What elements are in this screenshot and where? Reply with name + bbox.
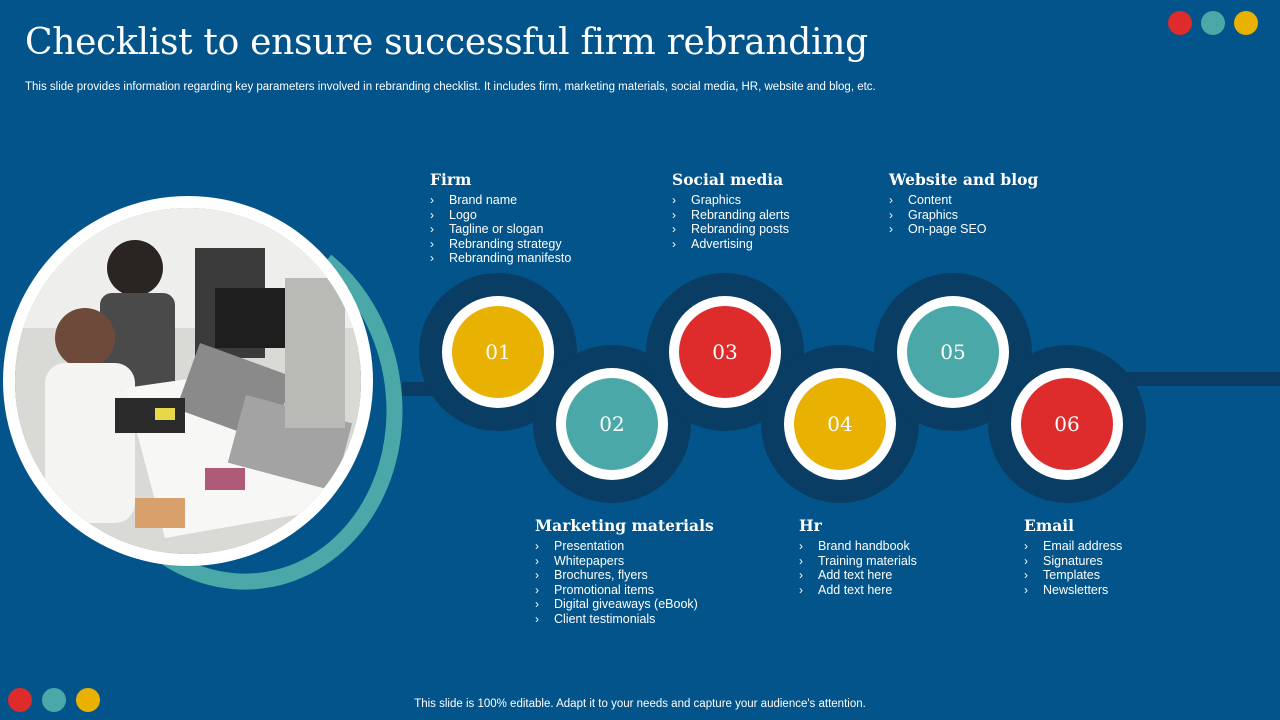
chevron-right-icon: › [1024, 539, 1028, 553]
list-item: ›Rebranding strategy [430, 236, 562, 251]
step-node-05: 05 [897, 296, 1009, 408]
list-item: ›Whitepapers [535, 553, 625, 568]
chevron-right-icon: › [1024, 553, 1028, 568]
chevron-right-icon: › [430, 193, 434, 207]
step-node-04: 04 [784, 368, 896, 480]
section-marketing-materials: Marketing materials ›Presentation ›White… [535, 516, 714, 626]
step-number: 06 [1021, 378, 1113, 470]
section-heading: Social media [672, 170, 784, 189]
list-item: ›Presentation [535, 539, 625, 553]
checklist: ›Brand name ›Logo ›Tagline or slogan ›Re… [430, 193, 571, 266]
decorative-dot-teal [1201, 11, 1225, 35]
chevron-right-icon: › [535, 611, 539, 626]
step-number: 01 [452, 306, 544, 398]
list-item: ›On-page SEO [889, 222, 987, 236]
decorative-dot-yellow [1234, 11, 1258, 35]
list-item: ›Tagline or slogan [430, 222, 544, 236]
list-item: ›Email address [1024, 539, 1123, 553]
list-item: ›Advertising [672, 236, 753, 251]
chevron-right-icon: › [889, 193, 893, 207]
list-item: ›Rebranding posts [672, 222, 789, 236]
step-number: 05 [907, 306, 999, 398]
section-social-media: Social media ›Graphics ›Rebranding alert… [672, 170, 790, 251]
chevron-right-icon: › [430, 207, 434, 222]
slide-footer: This slide is 100% editable. Adapt it to… [414, 698, 866, 710]
chevron-right-icon: › [799, 568, 803, 582]
chevron-right-icon: › [672, 236, 676, 251]
step-number: 03 [679, 306, 771, 398]
chevron-right-icon: › [889, 207, 893, 222]
list-item: ›Add text here [799, 582, 893, 597]
list-item: ›Rebranding manifesto [430, 251, 572, 265]
checklist: ›Content ›Graphics ›On-page SEO [889, 193, 1038, 237]
step-number: 04 [794, 378, 886, 470]
section-hr: Hr ›Brand handbook ›Training materials ›… [799, 516, 917, 597]
section-heading: Website and blog [889, 170, 1039, 189]
chevron-right-icon: › [1024, 582, 1028, 597]
list-item: ›Content [889, 193, 952, 207]
list-item: ›Templates [1024, 568, 1100, 582]
chevron-right-icon: › [672, 193, 676, 207]
chevron-right-icon: › [430, 236, 434, 251]
section-firm: Firm ›Brand name ›Logo ›Tagline or sloga… [430, 170, 571, 266]
decorative-dot-red [1168, 11, 1192, 35]
section-heading: Marketing materials [535, 516, 714, 535]
list-item: ›Brand handbook [799, 539, 910, 553]
list-item: ›Promotional items [535, 582, 655, 597]
list-item: ›Add text here [799, 568, 893, 582]
step-node-01: 01 [442, 296, 554, 408]
list-item: ›Brand name [430, 193, 518, 207]
section-heading: Email [1024, 516, 1075, 535]
step-number: 02 [566, 378, 658, 470]
chevron-right-icon: › [799, 539, 803, 553]
chevron-right-icon: › [535, 539, 539, 553]
chevron-right-icon: › [430, 251, 434, 265]
step-node-02: 02 [556, 368, 668, 480]
section-website-blog: Website and blog ›Content ›Graphics ›On-… [889, 170, 1038, 237]
connector-band-right [1110, 372, 1280, 386]
decorative-dot-yellow [76, 688, 100, 712]
chevron-right-icon: › [535, 553, 539, 568]
chevron-right-icon: › [889, 222, 893, 236]
slide-title: Checklist to ensure successful firm rebr… [25, 22, 868, 63]
section-heading: Firm [430, 170, 472, 189]
step-node-06: 06 [1011, 368, 1123, 480]
chevron-right-icon: › [535, 597, 539, 611]
checklist: ›Brand handbook ›Training materials ›Add… [799, 539, 917, 597]
chevron-right-icon: › [535, 568, 539, 582]
checklist: ›Email address ›Signatures ›Templates ›N… [1024, 539, 1122, 597]
chevron-right-icon: › [430, 222, 434, 236]
list-item: ›Training materials [799, 553, 917, 568]
photo-frame [3, 196, 373, 566]
chevron-right-icon: › [672, 222, 676, 236]
team-meeting-photo [15, 208, 361, 554]
list-item: ›Brochures, flyers [535, 568, 648, 582]
list-item: ›Newsletters [1024, 582, 1109, 597]
section-email: Email ›Email address ›Signatures ›Templa… [1024, 516, 1122, 597]
chevron-right-icon: › [1024, 568, 1028, 582]
step-node-03: 03 [669, 296, 781, 408]
list-item: ›Graphics [672, 193, 742, 207]
list-item: ›Digital giveaways (eBook) [535, 597, 698, 611]
list-item: ›Signatures [1024, 553, 1103, 568]
list-item: ›Client testimonials [535, 611, 656, 626]
section-heading: Hr [799, 516, 822, 535]
list-item: ›Graphics [889, 207, 959, 222]
chevron-right-icon: › [799, 582, 803, 597]
decorative-dot-red [8, 688, 32, 712]
checklist: ›Graphics ›Rebranding alerts ›Rebranding… [672, 193, 790, 251]
chevron-right-icon: › [672, 207, 676, 222]
checklist: ›Presentation ›Whitepapers ›Brochures, f… [535, 539, 714, 626]
list-item: ›Rebranding alerts [672, 207, 790, 222]
chevron-right-icon: › [535, 582, 539, 597]
decorative-dot-teal [42, 688, 66, 712]
chevron-right-icon: › [799, 553, 803, 568]
slide-subtitle: This slide provides information regardin… [25, 81, 876, 93]
list-item: ›Logo [430, 207, 477, 222]
photo-illustration [15, 208, 361, 554]
